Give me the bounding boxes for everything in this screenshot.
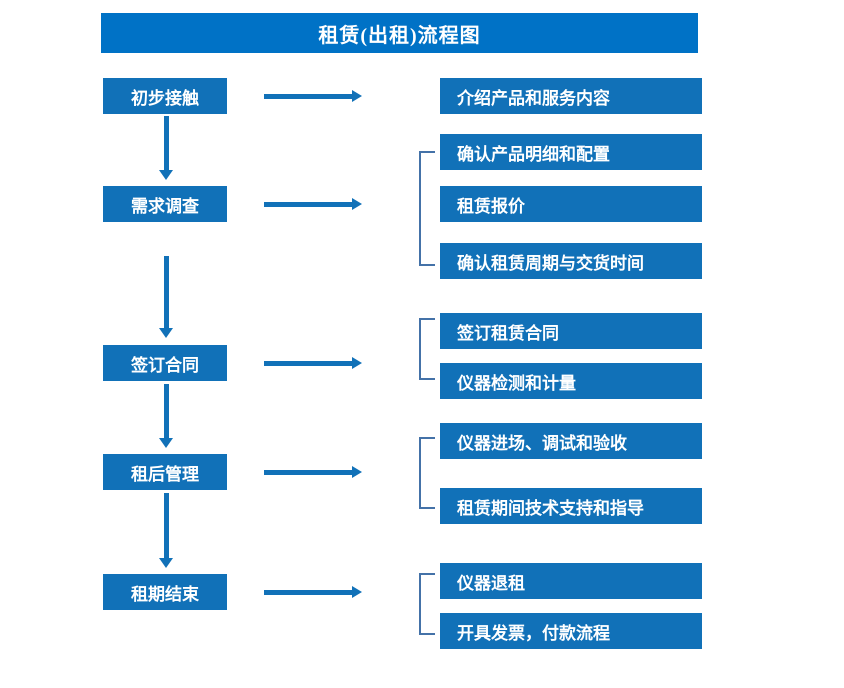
detail-label: 确认产品明细和配置 — [457, 144, 610, 164]
right-arrow-icon-2 — [264, 198, 362, 210]
detail-label: 仪器进场、调试和验收 — [457, 433, 627, 453]
stage-label: 签订合同 — [131, 355, 199, 375]
group-bracket-post-rental — [419, 437, 435, 509]
detail-box-rental-quote[interactable]: 租赁报价 — [440, 186, 702, 222]
detail-box-instrument-inspection[interactable]: 仪器检测和计量 — [440, 363, 702, 399]
detail-box-instrument-installation[interactable]: 仪器进场、调试和验收 — [440, 423, 702, 459]
right-arrow-icon-3 — [264, 357, 362, 369]
group-bracket-lease-end — [419, 573, 435, 635]
stage-label: 租后管理 — [131, 464, 199, 484]
detail-label: 仪器检测和计量 — [457, 373, 576, 393]
down-arrow-icon-2 — [159, 256, 173, 338]
right-arrow-icon-5 — [264, 586, 362, 598]
detail-label: 租赁期间技术支持和指导 — [457, 498, 644, 518]
down-arrow-icon-4 — [159, 493, 173, 568]
right-arrow-icon-4 — [264, 466, 362, 478]
stage-label: 租期结束 — [131, 584, 199, 604]
stage-box-initial-contact[interactable]: 初步接触 — [103, 78, 227, 114]
stage-label: 初步接触 — [131, 88, 199, 108]
group-bracket-needs-survey — [419, 151, 435, 266]
detail-label: 介绍产品和服务内容 — [457, 88, 610, 108]
stage-box-lease-end[interactable]: 租期结束 — [103, 574, 227, 610]
detail-box-confirm-lease-period[interactable]: 确认租赁周期与交货时间 — [440, 243, 702, 279]
down-arrow-icon-1 — [159, 116, 173, 180]
detail-box-confirm-product-details[interactable]: 确认产品明细和配置 — [440, 134, 702, 170]
detail-box-instrument-return[interactable]: 仪器退租 — [440, 563, 702, 599]
detail-box-sign-lease-agreement[interactable]: 签订租赁合同 — [440, 313, 702, 349]
detail-box-technical-support[interactable]: 租赁期间技术支持和指导 — [440, 488, 702, 524]
stage-box-sign-contract[interactable]: 签订合同 — [103, 345, 227, 381]
detail-label: 租赁报价 — [457, 196, 525, 216]
detail-label: 确认租赁周期与交货时间 — [457, 253, 644, 273]
detail-label: 签订租赁合同 — [457, 323, 559, 343]
stage-label: 需求调查 — [131, 196, 199, 216]
down-arrow-icon-3 — [159, 384, 173, 448]
right-arrow-icon-1 — [264, 90, 362, 102]
chart-title-banner: 租赁(出租)流程图 — [101, 13, 698, 53]
stage-box-post-rental-management[interactable]: 租后管理 — [103, 454, 227, 490]
detail-box-introduce-products[interactable]: 介绍产品和服务内容 — [440, 78, 702, 114]
stage-box-needs-survey[interactable]: 需求调查 — [103, 186, 227, 222]
group-bracket-sign-contract — [419, 318, 435, 380]
detail-label: 开具发票，付款流程 — [457, 623, 610, 643]
detail-box-invoice-payment[interactable]: 开具发票，付款流程 — [440, 613, 702, 649]
chart-title-text: 租赁(出租)流程图 — [318, 24, 481, 47]
detail-label: 仪器退租 — [457, 573, 525, 593]
